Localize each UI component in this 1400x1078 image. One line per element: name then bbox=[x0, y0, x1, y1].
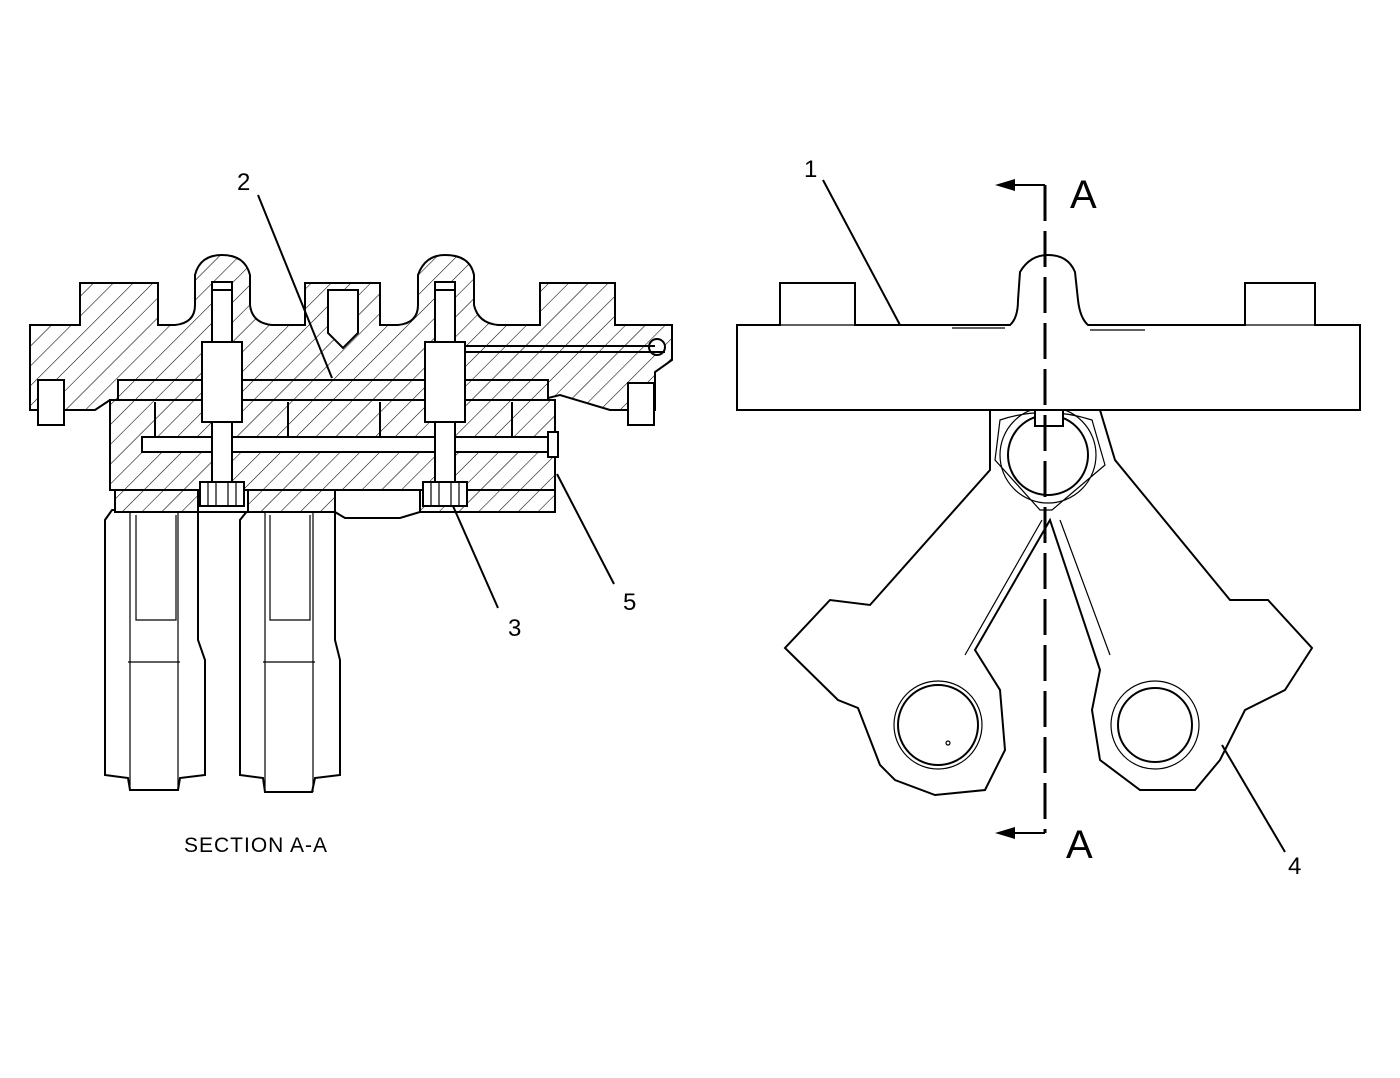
bolt-right bbox=[422, 281, 468, 507]
roller-left bbox=[897, 684, 979, 766]
bolt-left bbox=[199, 281, 245, 507]
section-view: 2 3 5 SECTION A-A bbox=[29, 169, 673, 857]
oil-gallery bbox=[141, 436, 557, 453]
callout-5: 5 bbox=[623, 589, 636, 616]
rocker-arm-right bbox=[239, 509, 341, 793]
section-caption: SECTION A-A bbox=[184, 834, 328, 857]
section-mark-top: A bbox=[1070, 173, 1097, 217]
dowel-pin bbox=[327, 289, 359, 350]
section-mark-bottom: A bbox=[1066, 823, 1093, 867]
shim-plate bbox=[117, 379, 549, 401]
roller-right bbox=[1117, 687, 1193, 763]
rocker-bracket-side bbox=[736, 253, 1361, 411]
rocker-arm-left bbox=[104, 509, 206, 791]
callout-4: 4 bbox=[1288, 853, 1301, 880]
left-end-stud bbox=[37, 379, 65, 426]
right-end-stud bbox=[627, 382, 655, 426]
callout-2: 2 bbox=[237, 169, 250, 196]
callout-1: 1 bbox=[804, 156, 817, 183]
side-view: A A 1 4 bbox=[736, 156, 1361, 880]
callout-3: 3 bbox=[508, 615, 521, 642]
